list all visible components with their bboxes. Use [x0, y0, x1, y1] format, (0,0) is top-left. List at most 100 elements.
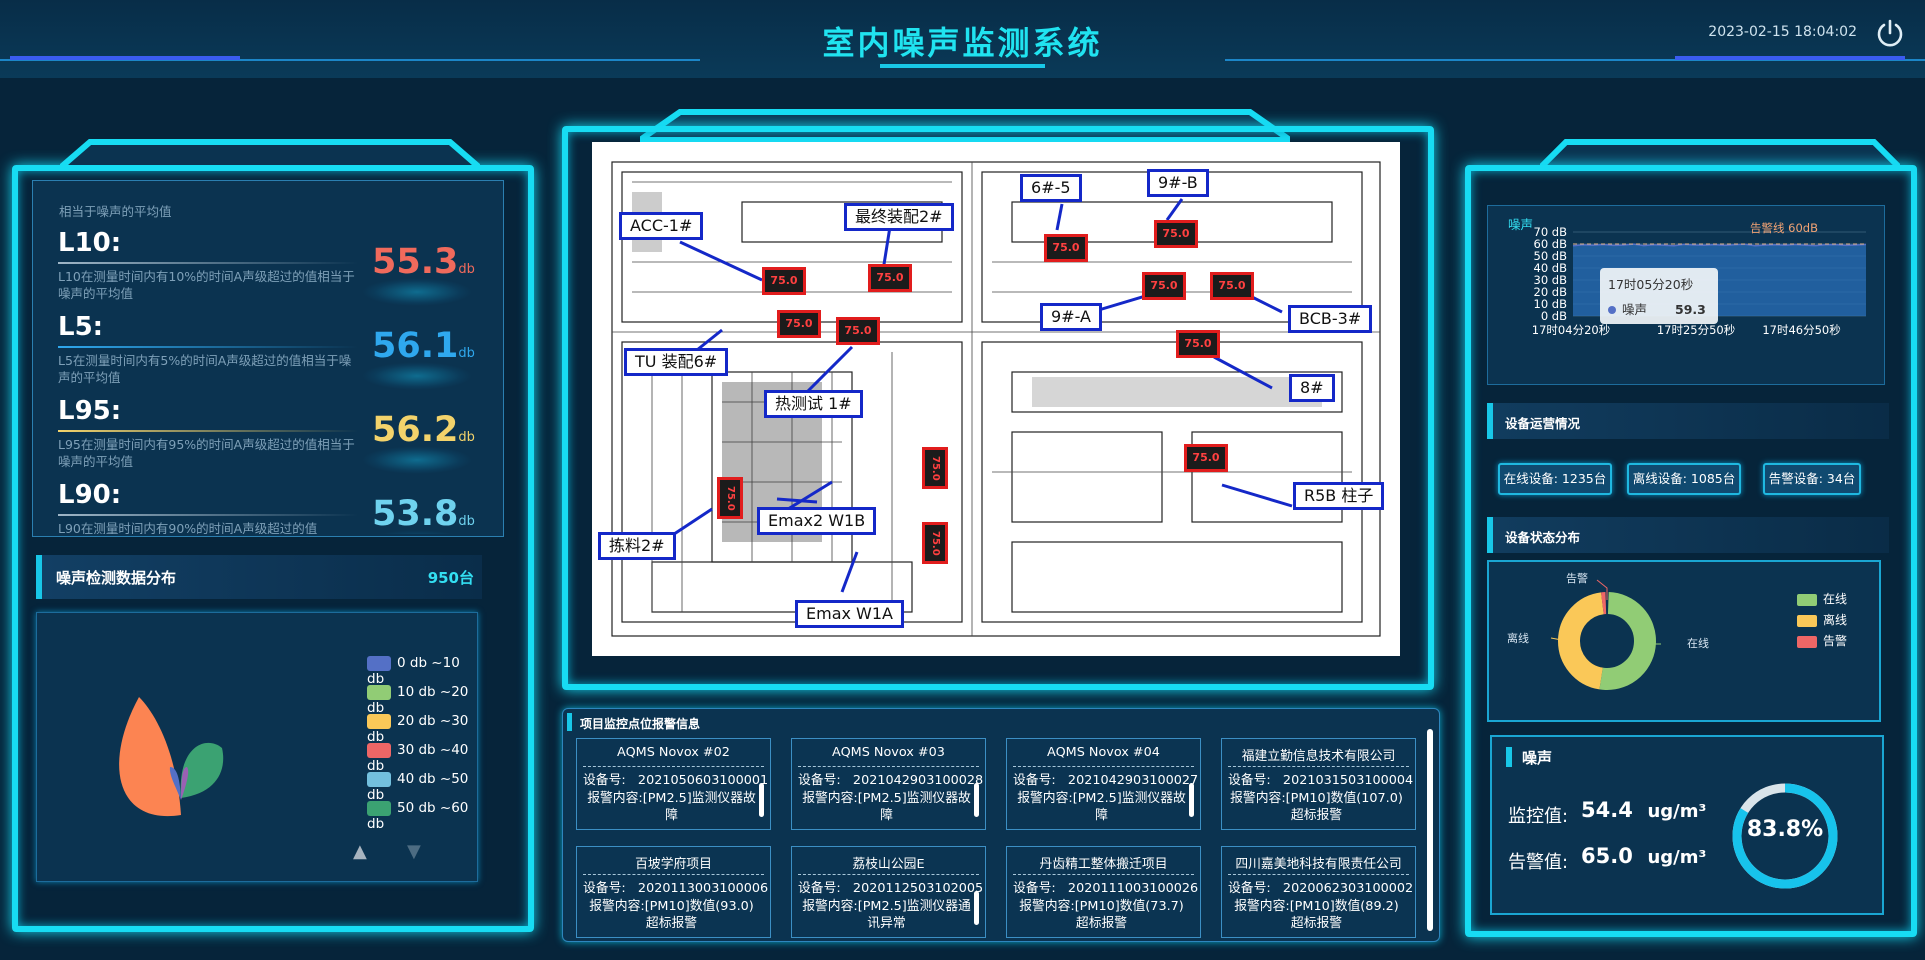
l-stat-l90: L90: L90在测量时间内有90%的时间A声级超过的值 53.8db [50, 480, 490, 534]
map-label-8[interactable]: 8# [1289, 374, 1335, 402]
l-stat-value: 53.8db [372, 494, 475, 534]
alarm-card-scrollbar[interactable] [759, 783, 764, 817]
alarm-card-scrollbar[interactable] [1189, 783, 1194, 817]
noise-sensor-value[interactable]: 75.0 [777, 310, 821, 338]
map-label-final-assembly-2[interactable]: 最终装配2# [844, 203, 954, 231]
status-donut-chart [1550, 579, 1661, 690]
left-frame-top-tab [60, 139, 480, 170]
alarm-card-divider [798, 766, 979, 767]
noise-summary-panel: 噪声 [1490, 735, 1884, 915]
x-tick-label: 17时25分50秒 [1657, 323, 1735, 337]
l-stat-desc: L5在测量时间内有5%的时间A声级超过的值相当于噪声的平均值 [58, 353, 352, 385]
gauge-arc [1732, 783, 1838, 889]
legend-item[interactable]: 20 db ~30 db [367, 713, 469, 745]
percent-value: 83.8% [1746, 817, 1824, 842]
alarm-card-scrollbar[interactable] [974, 891, 979, 925]
map-label-bcb-3[interactable]: BCB-3# [1288, 305, 1373, 333]
status-legend-alarm[interactable]: 告警 [1797, 632, 1847, 649]
l-stat-divider [58, 430, 358, 432]
l-stat-value: 55.3db [372, 242, 475, 282]
donut-label-line-offline [1550, 637, 1568, 642]
alarm-card[interactable]: AQMS Novox #02 设备号: 2021050603100001 报警内… [576, 738, 771, 830]
legend-item[interactable]: 0 db ~10 db [367, 655, 460, 687]
noise-sensor-value-vertical[interactable]: 75.0 [922, 447, 948, 489]
alarm-card[interactable]: 福建立勤信息技术有限公司 设备号: 2021031503100004 报警内容:… [1221, 738, 1416, 830]
alarm-card[interactable]: 丹齿精工整体搬迁项目 设备号: 2020111003100026 报警内容:[P… [1006, 846, 1201, 938]
chart-tooltip: 17时05分20秒 噪声 59.3 [1600, 268, 1718, 324]
legend-page-down-icon[interactable]: ▼ [407, 841, 421, 862]
alarm-card[interactable]: 四川嘉美地科技有限责任公司 设备号: 2020062303100002 报警内容… [1221, 846, 1416, 938]
alarm-card[interactable]: 百坡学府项目 设备号: 2020113003100006 报警内容:[PM10]… [576, 846, 771, 938]
noise-sensor-value-vertical[interactable]: 75.0 [922, 522, 948, 564]
alarm-card[interactable]: 荔枝山公园E 设备号: 2020112503102005 报警内容:[PM2.5… [791, 846, 986, 938]
legend-item[interactable]: 50 db ~60 db [367, 800, 469, 832]
alarm-card-content: 报警内容:[PM10]数值(107.0)超标报警 [1230, 791, 1403, 823]
alarm-devices-button[interactable]: 告警设备: 34台 [1763, 463, 1861, 495]
alarm-card[interactable]: AQMS Novox #04 设备号: 2021042903100027 报警内… [1006, 738, 1201, 830]
right-frame [1465, 165, 1917, 937]
map-label-9-b[interactable]: 9#-B [1147, 169, 1209, 197]
map-label-tu-assembly-6[interactable]: TU 装配6# [624, 348, 729, 376]
legend-item[interactable]: 30 db ~40 db [367, 742, 469, 774]
noise-sensor-value-vertical[interactable]: 75.0 [717, 477, 743, 519]
noise-sensor-value[interactable]: 75.0 [1044, 234, 1088, 262]
l-stat-pedestal [362, 446, 472, 474]
noise-sensor-value[interactable]: 75.0 [1154, 220, 1198, 248]
y-tick-label: 0 dB [1541, 309, 1567, 323]
noise-sensor-value[interactable]: 75.0 [1176, 330, 1220, 358]
distribution-title: 噪声检测数据分布 [56, 569, 177, 587]
alarm-card-divider [583, 766, 764, 767]
noise-sensor-value[interactable]: 75.0 [1142, 272, 1186, 300]
map-label-heat-test-1[interactable]: 热测试 1# [764, 390, 863, 418]
alarm-panel-scrollbar[interactable] [1427, 729, 1433, 931]
status-legend-offline[interactable]: 离线 [1797, 611, 1847, 628]
donut-label-online: 在线 [1687, 637, 1709, 650]
alarm-card-title: AQMS Novox #02 [617, 745, 730, 760]
y-tick-label: 60 dB [1534, 237, 1568, 251]
donut-slice-offline [1558, 592, 1656, 690]
map-label-r5b-pillar[interactable]: R5B 柱子 [1293, 482, 1385, 510]
noise-chart-title: 噪声 [1508, 217, 1534, 232]
status-legend-online[interactable]: 在线 [1797, 590, 1847, 607]
noise-sensor-value[interactable]: 75.0 [868, 264, 912, 292]
tooltip-row: 噪声 59.3 [1608, 299, 1718, 318]
legend-item[interactable]: 10 db ~20 db [367, 684, 469, 716]
map-label-9-a[interactable]: 9#-A [1040, 303, 1102, 331]
alarm-card-device: 设备号: 2021050603100001 [583, 773, 769, 788]
l-stat-name: L5: [58, 312, 104, 342]
l-stat-divider [58, 346, 358, 348]
legend-swatch [367, 684, 391, 700]
alarm-card-title: 百坡学府项目 [635, 857, 712, 872]
alarm-card-title: AQMS Novox #04 [1047, 745, 1160, 760]
distribution-rose-chart [119, 697, 224, 817]
x-tick-label: 17时46分50秒 [1762, 323, 1840, 337]
noise-sensor-value[interactable]: 75.0 [762, 267, 806, 295]
y-tick-label: 50 dB [1534, 249, 1568, 263]
map-label-emax-w1a[interactable]: Emax W1A [795, 600, 904, 628]
alarm-card-content: 报警内容:[PM2.5]监测仪器故障 [1017, 791, 1186, 823]
l-stat-l10: L10: L10在测量时间内有10%的时间A声级超过的值相当于噪声的平均值 55… [50, 228, 490, 312]
noise-sensor-value[interactable]: 75.0 [1210, 272, 1254, 300]
floor-plan-map: 75.0 75.0 75.0 75.0 75.0 75.0 75.0 75.0 … [592, 142, 1400, 656]
map-label-emax2-w1b[interactable]: Emax2 W1B [757, 507, 877, 535]
noise-sensor-value[interactable]: 75.0 [836, 317, 880, 345]
alarm-card-scrollbar[interactable] [974, 783, 979, 817]
power-icon[interactable] [1875, 18, 1905, 48]
l-stat-divider [58, 514, 358, 516]
map-label-picking-2[interactable]: 拣料2# [598, 532, 676, 560]
legend-item[interactable]: 40 db ~50 db [367, 771, 469, 803]
equipment-header: 设备运营情况 [1487, 403, 1889, 439]
rose-slice-30-40 [119, 697, 181, 817]
l-stat-l5: L5: L5在测量时间内有5%的时间A声级超过的值相当于噪声的平均值 56.1d… [50, 312, 490, 396]
l-stats-panel: 相当于噪声的平均值 [32, 180, 504, 537]
l-stat-divider [58, 262, 358, 264]
map-label-acc-1[interactable]: ACC-1# [619, 212, 704, 240]
noise-sensor-value[interactable]: 75.0 [1184, 444, 1228, 472]
alarm-card[interactable]: AQMS Novox #03 设备号: 2021042903100028 报警内… [791, 738, 986, 830]
offline-devices-button[interactable]: 离线设备: 1085台 [1627, 463, 1741, 495]
map-label-6-5[interactable]: 6#-5 [1020, 174, 1082, 202]
y-tick-label: 40 dB [1534, 261, 1568, 275]
legend-page-up-icon[interactable]: ▲ [353, 841, 367, 862]
online-devices-button[interactable]: 在线设备: 1235台 [1498, 463, 1612, 495]
